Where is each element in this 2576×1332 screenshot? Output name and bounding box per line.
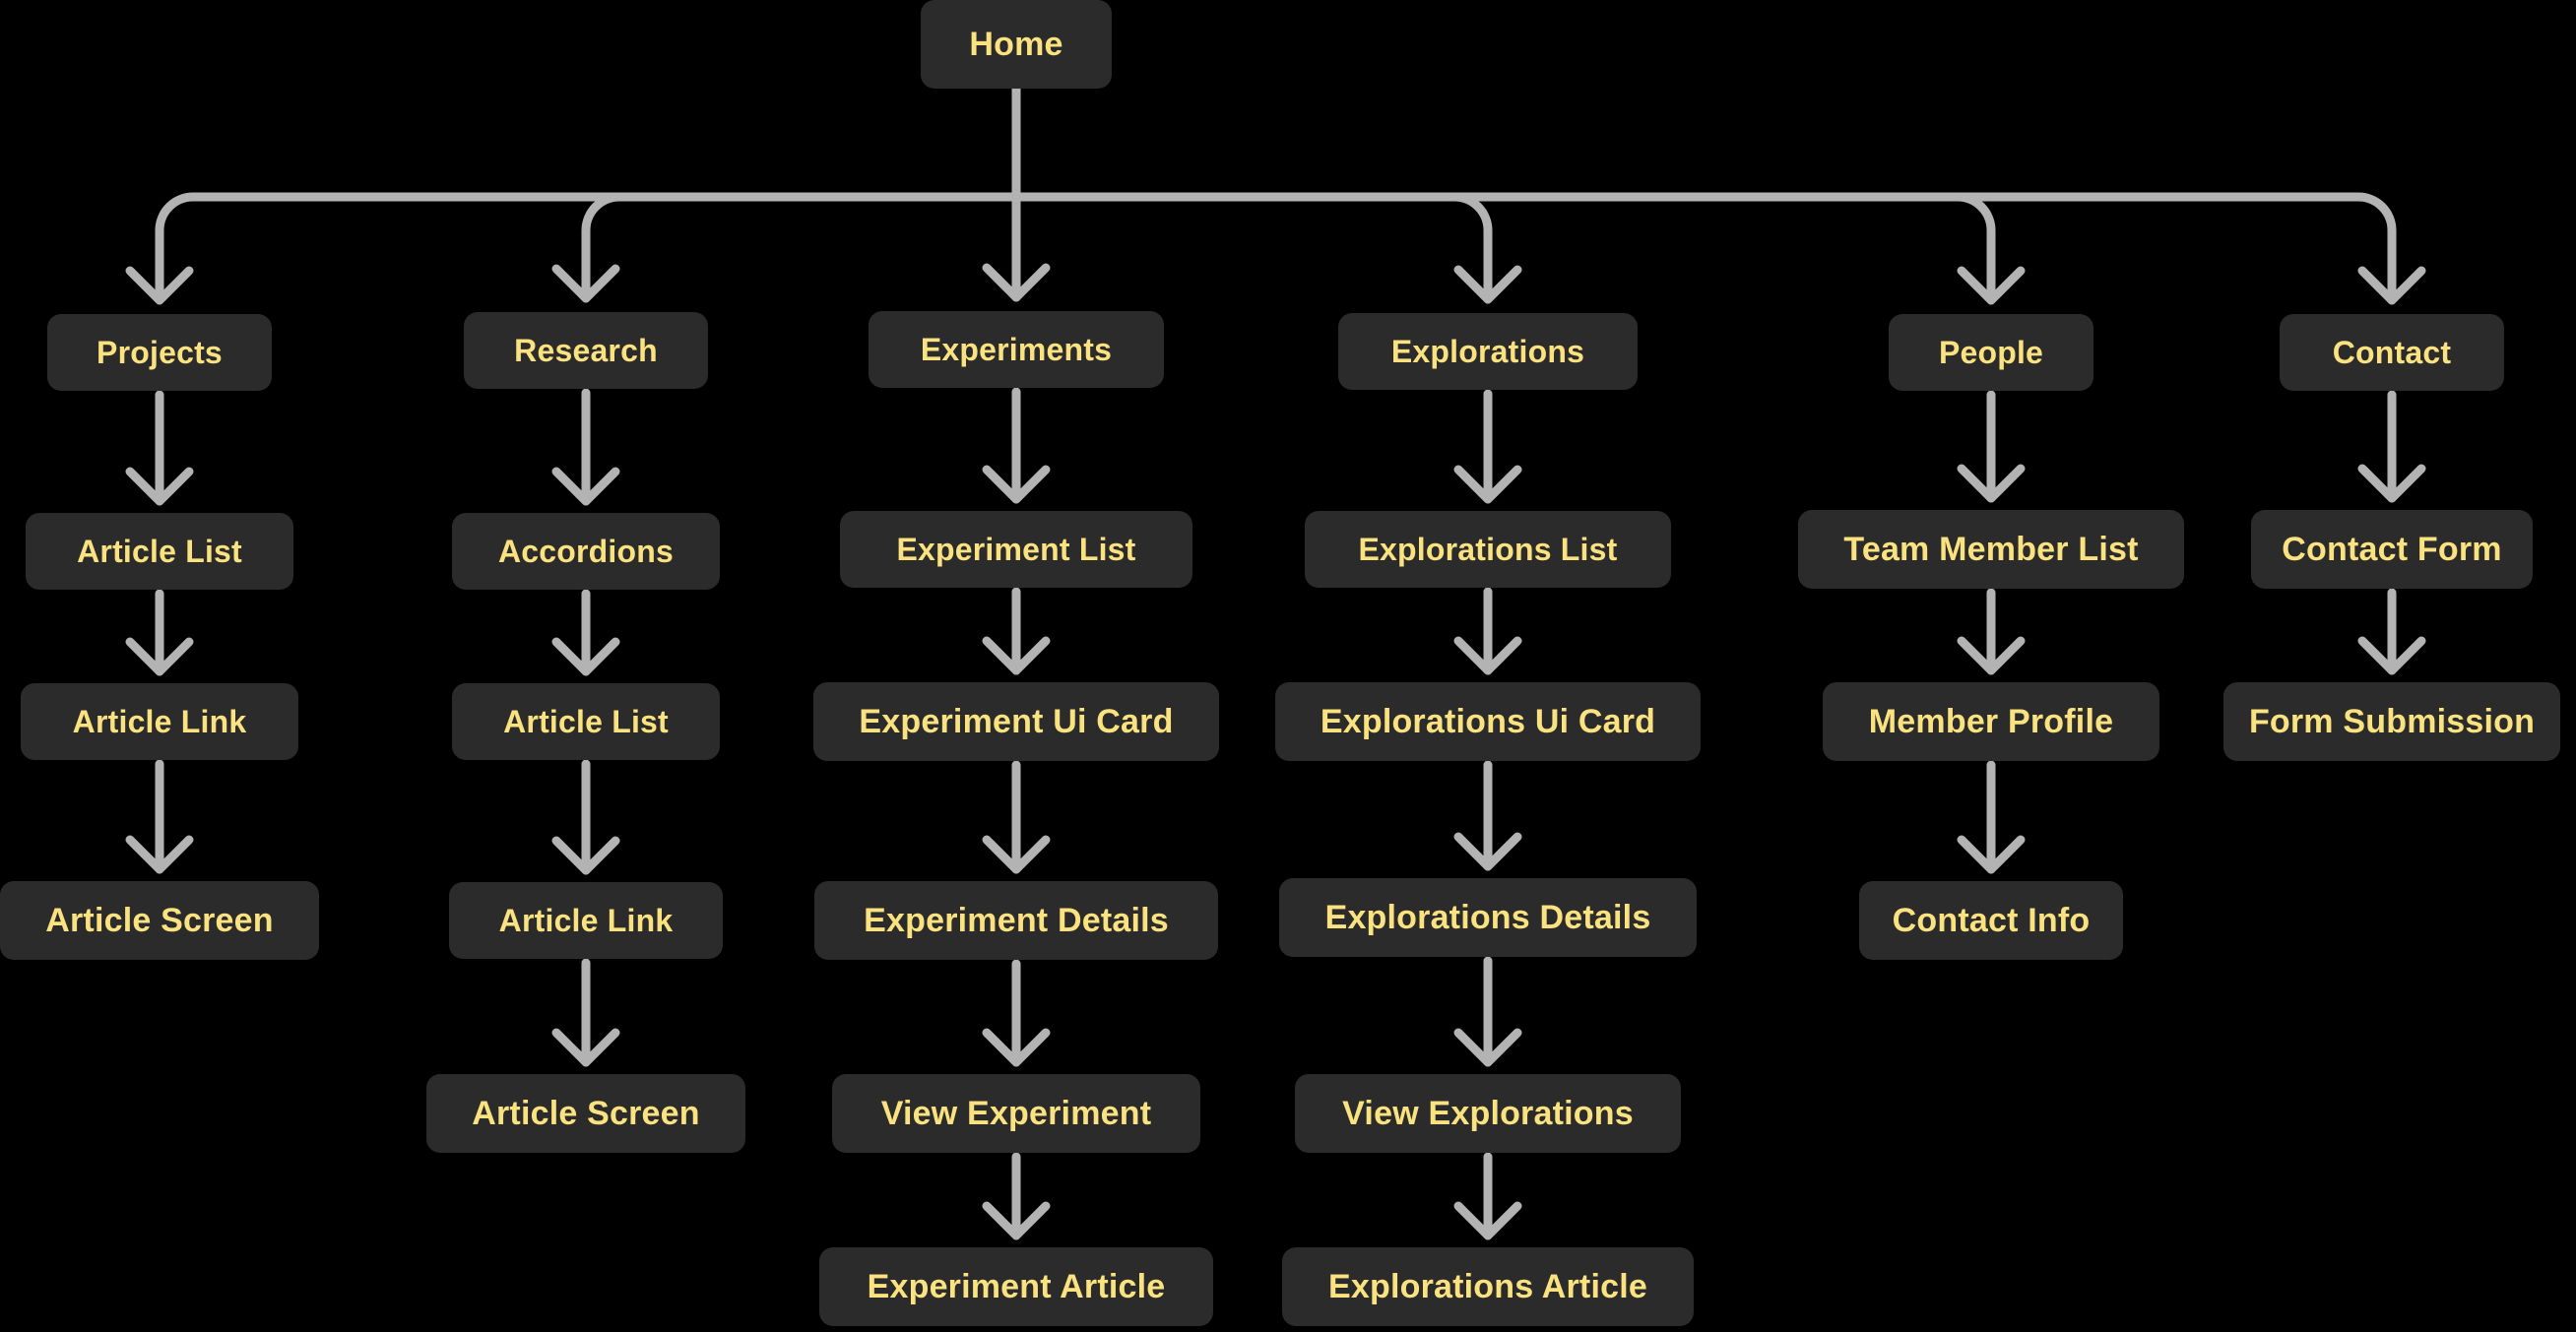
node-team-member-list[interactable]: Team Member List: [1798, 510, 2184, 589]
edge-people-to-team-member-list-arrow: [1957, 464, 2026, 503]
node-label-member-profile: Member Profile: [1868, 703, 2114, 740]
bus-drop-people-branch: [1011, 192, 1996, 305]
node-research[interactable]: Research: [464, 312, 708, 389]
node-label-people: People: [1938, 335, 2044, 370]
node-label-explorations-ui-card: Explorations Ui Card: [1320, 703, 1656, 740]
node-view-experiment[interactable]: View Experiment: [832, 1074, 1200, 1153]
edge-contact-to-contact-form-arrow: [2357, 464, 2426, 503]
node-label-article-list-2: Article List: [503, 704, 669, 739]
node-explorations-details[interactable]: Explorations Details: [1279, 878, 1697, 957]
node-people[interactable]: People: [1889, 314, 2093, 391]
node-experiment-article[interactable]: Experiment Article: [819, 1247, 1213, 1326]
node-label-form-submission: Form Submission: [2248, 703, 2536, 740]
node-label-view-explorations: View Explorations: [1342, 1095, 1634, 1132]
node-label-experiment-list: Experiment List: [896, 532, 1136, 567]
node-label-experiment-details: Experiment Details: [864, 902, 1169, 939]
node-label-explorations-list: Explorations List: [1358, 532, 1618, 567]
bus-arrow-projects-branch: [125, 266, 194, 305]
node-label-experiments: Experiments: [920, 332, 1113, 367]
edge-member-profile-to-contact-info-arrow: [1957, 835, 2026, 874]
node-label-explorations-details: Explorations Details: [1324, 899, 1651, 936]
node-form-submission[interactable]: Form Submission: [2223, 682, 2560, 761]
node-contact[interactable]: Contact: [2280, 314, 2504, 391]
node-label-research: Research: [514, 333, 658, 368]
edge-experiment-ui-card-to-experiment-details-arrow: [982, 835, 1051, 874]
edge-experiments-to-experiment-list-arrow: [982, 465, 1051, 504]
node-projects[interactable]: Projects: [47, 314, 272, 391]
node-label-projects: Projects: [97, 335, 223, 370]
node-label-contact: Contact: [2332, 335, 2452, 370]
node-label-article-list-1: Article List: [77, 534, 242, 569]
bus-arrow-contact-branch: [2357, 266, 2426, 305]
node-explorations-list[interactable]: Explorations List: [1305, 511, 1671, 588]
node-experiments[interactable]: Experiments: [869, 311, 1164, 388]
bus-arrow-experiments-branch: [982, 263, 1051, 302]
node-label-article-link-2: Article Link: [498, 903, 674, 938]
edge-research-to-accordions-arrow: [551, 467, 620, 506]
bus-drop-explorations-branch: [1011, 192, 1493, 304]
node-label-experiment-article: Experiment Article: [867, 1268, 1166, 1305]
node-explorations-article[interactable]: Explorations Article: [1282, 1247, 1694, 1326]
edge-projects-to-article-list-1-arrow: [125, 467, 194, 506]
node-article-screen-1[interactable]: Article Screen: [0, 881, 319, 960]
node-accordions[interactable]: Accordions: [452, 513, 720, 590]
bus-drop-contact-branch: [1011, 192, 2397, 305]
edge-explorations-list-to-explorations-ui-card-arrow: [1453, 636, 1522, 675]
node-label-contact-info: Contact Info: [1892, 902, 2091, 939]
node-label-explorations: Explorations: [1390, 334, 1585, 369]
node-contact-form[interactable]: Contact Form: [2251, 510, 2533, 589]
bus-arrow-research-branch: [551, 264, 620, 303]
bus-drop-projects-branch: [155, 192, 1021, 305]
edge-team-member-list-to-member-profile-arrow: [1957, 636, 2026, 675]
node-contact-info[interactable]: Contact Info: [1859, 881, 2123, 960]
node-experiment-ui-card[interactable]: Experiment Ui Card: [813, 682, 1219, 761]
node-label-explorations-article: Explorations Article: [1328, 1268, 1647, 1305]
edge-article-link-1-to-article-screen-1-arrow: [125, 835, 194, 874]
edge-explorations-ui-card-to-explorations-details-arrow: [1453, 832, 1522, 871]
node-explorations[interactable]: Explorations: [1338, 313, 1638, 390]
node-label-article-screen-1: Article Screen: [45, 902, 274, 939]
edge-contact-form-to-form-submission-arrow: [2357, 636, 2426, 675]
bus-arrow-explorations-branch: [1453, 265, 1522, 304]
edge-explorations-details-to-view-explorations-arrow: [1453, 1028, 1522, 1067]
edge-view-experiment-to-experiment-article-arrow: [982, 1201, 1051, 1240]
node-label-article-screen-2: Article Screen: [472, 1095, 700, 1132]
node-experiment-details[interactable]: Experiment Details: [814, 881, 1218, 960]
node-article-link-2[interactable]: Article Link: [449, 882, 723, 959]
node-article-link-1[interactable]: Article Link: [21, 683, 298, 760]
node-experiment-list[interactable]: Experiment List: [840, 511, 1192, 588]
node-article-list-1[interactable]: Article List: [26, 513, 293, 590]
node-label-accordions: Accordions: [497, 534, 675, 569]
edge-view-explorations-to-explorations-article-arrow: [1453, 1201, 1522, 1240]
node-view-explorations[interactable]: View Explorations: [1295, 1074, 1681, 1153]
edge-experiment-details-to-view-experiment-arrow: [982, 1028, 1051, 1067]
node-label-experiment-ui-card: Experiment Ui Card: [859, 703, 1174, 740]
node-article-list-2[interactable]: Article List: [452, 683, 720, 760]
edge-accordions-to-article-list-2-arrow: [551, 637, 620, 676]
node-label-home: Home: [969, 26, 1063, 63]
node-label-view-experiment: View Experiment: [880, 1095, 1152, 1132]
edge-experiment-list-to-experiment-ui-card-arrow: [982, 636, 1051, 675]
bus-arrow-people-branch: [1957, 266, 2026, 305]
bus-drop-research-branch: [581, 192, 1021, 303]
node-member-profile[interactable]: Member Profile: [1823, 682, 2159, 761]
edge-article-list-2-to-article-link-2-arrow: [551, 836, 620, 875]
edge-article-list-1-to-article-link-1-arrow: [125, 637, 194, 676]
edge-article-link-2-to-article-screen-2-arrow: [551, 1028, 620, 1067]
node-explorations-ui-card[interactable]: Explorations Ui Card: [1275, 682, 1701, 761]
node-label-team-member-list: Team Member List: [1843, 531, 2139, 568]
edge-explorations-to-explorations-list-arrow: [1453, 465, 1522, 504]
node-label-contact-form: Contact Form: [2282, 531, 2502, 568]
node-home[interactable]: Home: [921, 0, 1112, 89]
node-article-screen-2[interactable]: Article Screen: [426, 1074, 745, 1153]
node-label-article-link-1: Article Link: [72, 704, 247, 739]
